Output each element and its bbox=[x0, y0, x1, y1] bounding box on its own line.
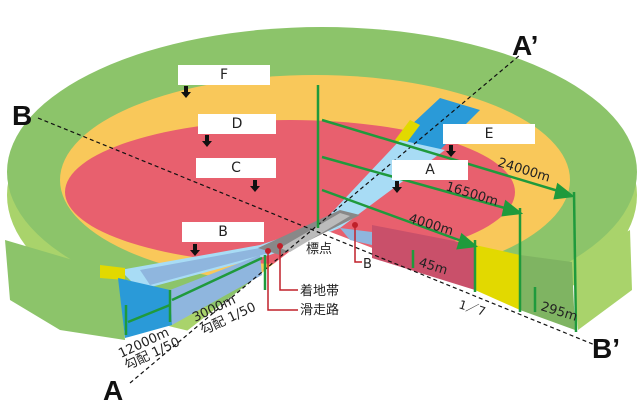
section-label-a: A bbox=[103, 375, 123, 402]
zone-label-c: C bbox=[196, 158, 276, 178]
left-cut-blue bbox=[118, 278, 172, 338]
runway-marker bbox=[265, 248, 271, 254]
right-cut-side bbox=[572, 230, 632, 330]
zone-e-yellow bbox=[395, 120, 420, 145]
section-label-b-prime: B’ bbox=[592, 333, 620, 364]
left-cut-lightblue bbox=[170, 255, 262, 325]
section-line-aa bbox=[129, 54, 521, 384]
touchdown-marker bbox=[277, 243, 283, 249]
right-cut-lightblue bbox=[340, 228, 372, 245]
section-line-bb bbox=[37, 117, 596, 346]
b-marker-label: B bbox=[363, 257, 372, 272]
right-cut-pink bbox=[372, 225, 475, 290]
runway-label: 滑走路 bbox=[300, 302, 339, 318]
zone-label-b: B bbox=[182, 222, 264, 242]
zone-b-shade bbox=[140, 248, 280, 285]
annotation-leaders bbox=[267, 225, 362, 311]
b-marker bbox=[352, 222, 358, 228]
left-cut-green bbox=[5, 240, 125, 340]
section-label-b: B bbox=[12, 100, 32, 131]
measure-lines bbox=[124, 85, 578, 335]
zone-label-d: D bbox=[198, 114, 276, 134]
zone-label-a: A bbox=[392, 160, 468, 180]
zone-label-e: E bbox=[443, 124, 535, 144]
reference-point-label: 標点 bbox=[306, 242, 332, 257]
touchdown-zone-label: 着地帯 bbox=[300, 283, 339, 299]
right-cut-yellow bbox=[475, 245, 520, 310]
cutaway bbox=[95, 228, 640, 402]
zone-label-f: F bbox=[178, 65, 270, 85]
left-cut-yellow bbox=[100, 265, 125, 280]
section-label-a-prime: A’ bbox=[512, 30, 538, 61]
